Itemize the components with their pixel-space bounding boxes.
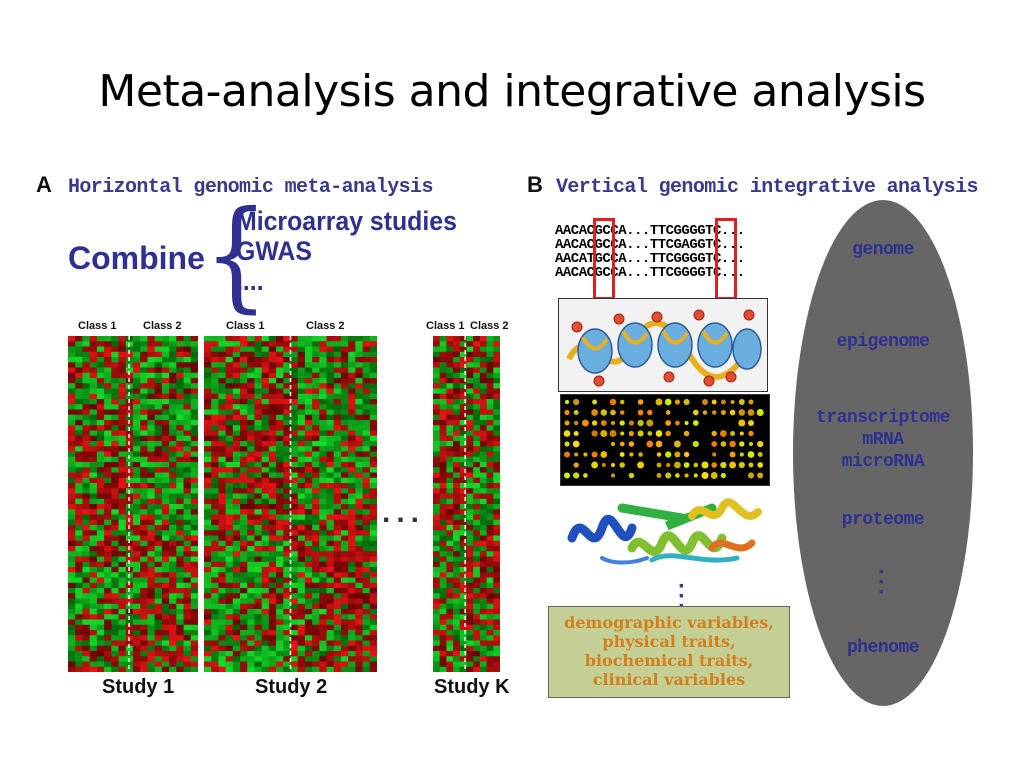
panel-b-heading: Vertical genomic integrative analysis: [556, 176, 978, 199]
sequence-row: AACATGCCA...TTCGGGGTC...: [555, 251, 745, 267]
snp-highlight-box: [715, 218, 737, 300]
trait-line: demographic variables,: [564, 613, 774, 632]
studies-ellipsis: ...: [382, 496, 426, 529]
microarray-image: [560, 394, 770, 486]
omic-phenome: phenome: [846, 638, 920, 658]
study-2-label: Study 2: [255, 676, 328, 698]
omics-oval: [793, 200, 973, 706]
study-k-heatmap: [433, 336, 500, 672]
protein-structure-image: [562, 488, 768, 574]
brace-icon: {: [203, 186, 269, 325]
trait-line: biochemical traits,: [584, 651, 754, 670]
nucleosome-image: [558, 298, 768, 392]
omic-microrna: microRNA: [841, 452, 925, 472]
trait-line: clinical variables: [592, 670, 746, 689]
study-k-class-1-label: Class 1: [426, 320, 465, 332]
omic-mrna: mRNA: [862, 430, 904, 450]
study-2-heatmap: [204, 336, 377, 672]
slide-title: Meta-analysis and integrative analysis: [98, 66, 926, 117]
omics-ellipsis-icon: ···: [878, 559, 886, 606]
combine-item: GWAS: [236, 236, 312, 266]
study-1-label: Study 1: [102, 676, 175, 698]
dna-sequences: AACACGCCA...TTCGGGGTC... AACACGCCA...TTC…: [555, 224, 745, 280]
panel-b-letter: B: [527, 172, 543, 197]
study-1-class-2-label: Class 2: [143, 320, 182, 332]
study-2-class-2-label: Class 2: [306, 320, 345, 332]
combine-item: Microarray studies: [236, 206, 457, 236]
trait-line: physical traits,: [602, 632, 736, 651]
panel-a-heading: Horizontal genomic meta-analysis: [68, 176, 433, 199]
study-1-heatmap: [68, 336, 198, 672]
panel-a-letter: A: [36, 172, 52, 197]
combine-list: Microarray studies GWAS ....: [236, 206, 476, 296]
omic-proteome: proteome: [841, 510, 925, 530]
study-k-label: Study K: [434, 676, 510, 698]
study-2-class-1-label: Class 1: [226, 320, 265, 332]
omic-genome: genome: [852, 240, 914, 260]
study-k-class-2-label: Class 2: [470, 320, 509, 332]
sequence-row: AACACGCCA...TTCGGGGTC...: [555, 223, 745, 239]
combine-label: Combine: [68, 240, 205, 276]
study-1-class-1-label: Class 1: [78, 320, 117, 332]
traits-box: demographic variables, physical traits, …: [548, 606, 790, 698]
combine-item: ....: [236, 266, 264, 296]
omic-epigenome: epigenome: [836, 332, 930, 352]
sequence-row: AACACGCCA...TTCGGGGTC...: [555, 265, 745, 281]
snp-highlight-box: [593, 218, 615, 300]
omic-transcriptome: transcriptome: [816, 408, 950, 428]
sequence-row: AACACGCCA...TTCGAGGTC...: [555, 237, 745, 253]
